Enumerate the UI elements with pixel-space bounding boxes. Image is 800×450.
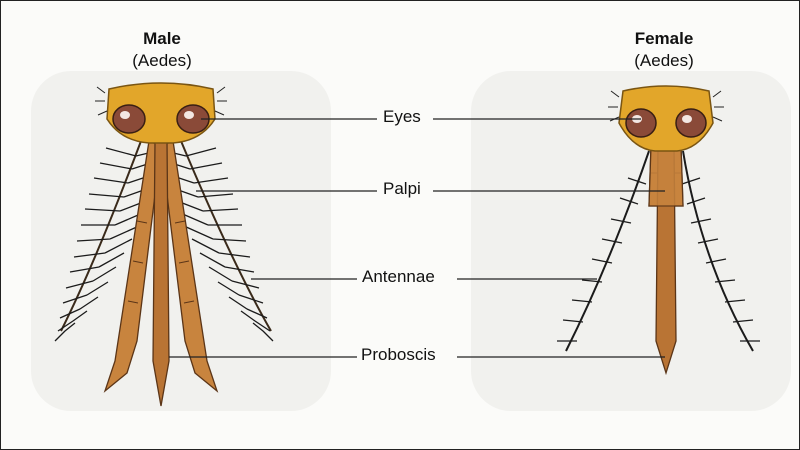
male-title-genus: (Aedes) [132, 51, 192, 70]
male-title: Male (Aedes) [92, 28, 232, 72]
male-title-name: Male [143, 29, 181, 48]
label-eyes: Eyes [380, 107, 424, 127]
male-eye-left [112, 104, 146, 134]
female-antenna-left [557, 150, 650, 352]
label-antennae: Antennae [359, 267, 438, 287]
female-mosquito-head [557, 85, 760, 376]
male-antenna-left [54, 140, 162, 342]
leader-lines [169, 118, 665, 358]
female-antenna-right [681, 150, 760, 352]
female-eye-left [625, 108, 657, 138]
male-mosquito-head [54, 82, 274, 407]
female-title: Female (Aedes) [594, 28, 734, 72]
label-palpi: Palpi [380, 179, 424, 199]
label-proboscis: Proboscis [358, 345, 439, 365]
female-title-name: Female [634, 29, 694, 48]
female-eye-right [675, 108, 707, 138]
male-proboscis [152, 140, 170, 407]
male-antenna-right [160, 140, 274, 342]
female-title-genus: (Aedes) [634, 51, 694, 70]
